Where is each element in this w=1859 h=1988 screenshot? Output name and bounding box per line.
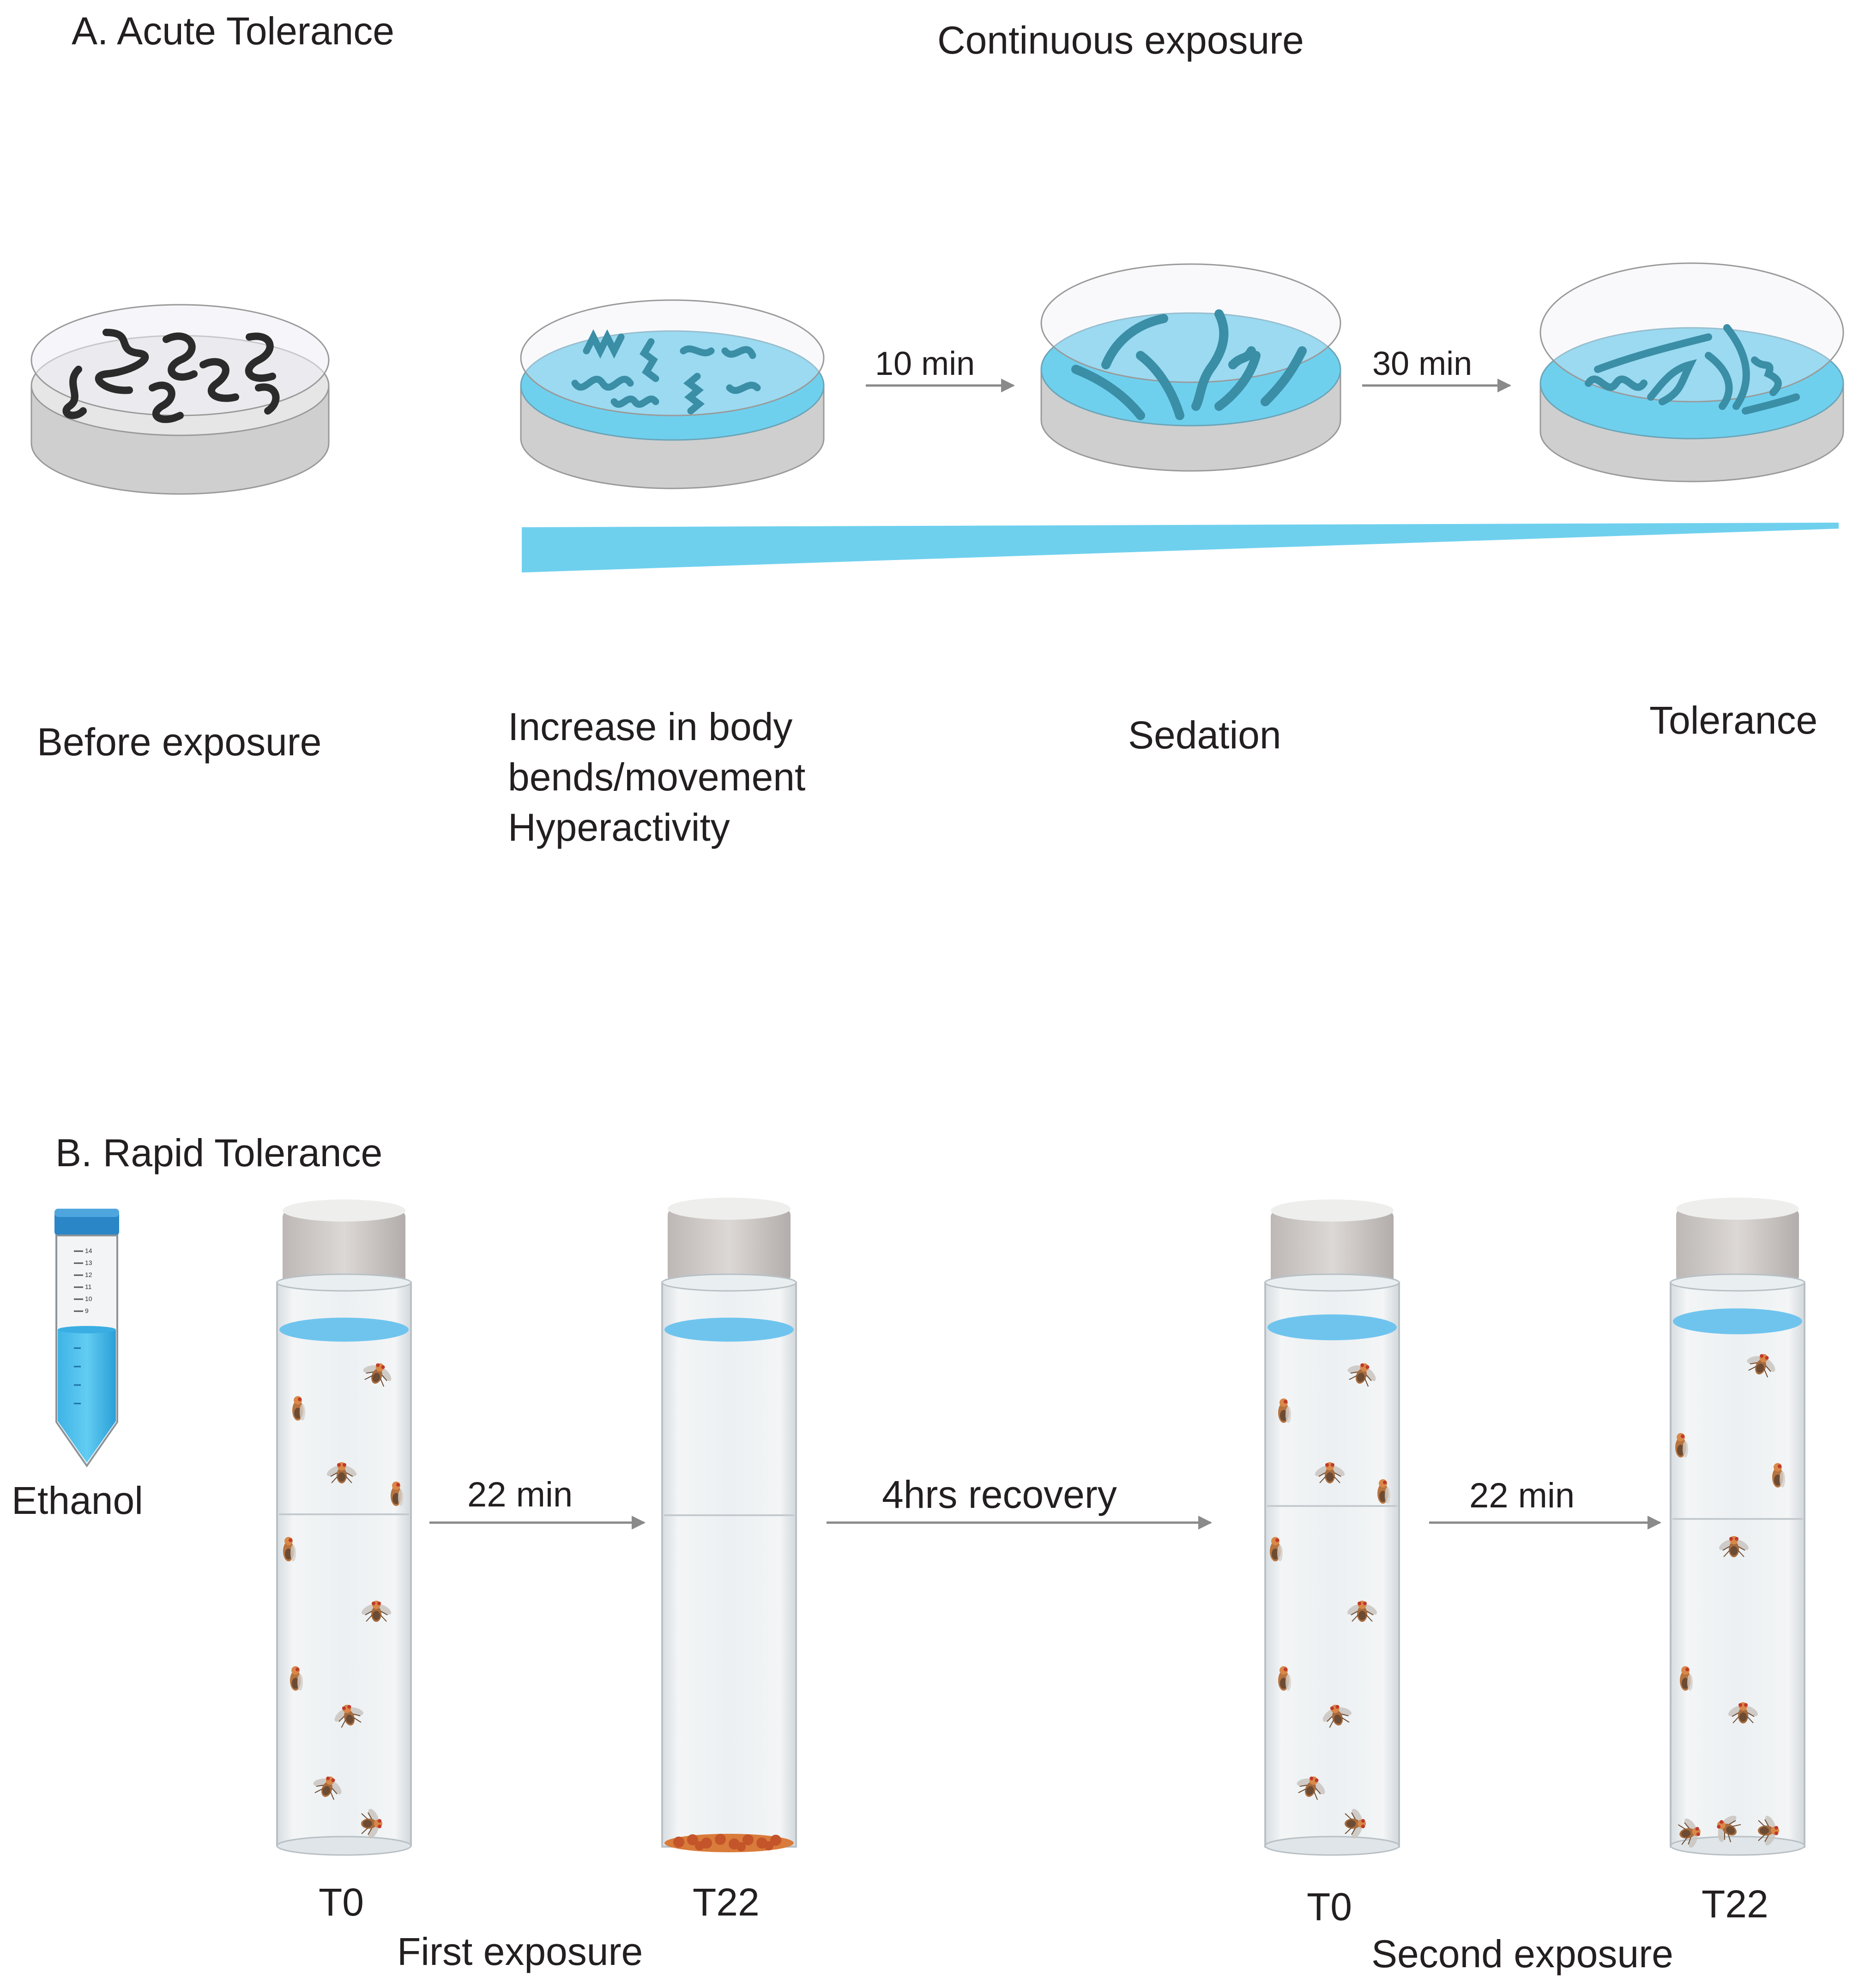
arrow-10min-label: 10 min bbox=[875, 345, 975, 382]
ethanol-tube bbox=[54, 1209, 119, 1468]
vial-t0-second-label: T0 bbox=[1307, 1885, 1352, 1928]
petri-dish-before bbox=[30, 304, 330, 495]
vial-t0-first bbox=[276, 1199, 412, 1856]
second-exposure-label: Second exposure bbox=[1371, 1932, 1673, 1976]
arrow-22min-second-label: 22 min bbox=[1469, 1476, 1575, 1515]
petri-dish-tolerance bbox=[1539, 262, 1844, 482]
vial-t22-second bbox=[1670, 1198, 1805, 1856]
petri-dish-sedation bbox=[1040, 263, 1341, 472]
tube-tick-label: 10 bbox=[85, 1295, 92, 1302]
vial-t0-first-label: T0 bbox=[319, 1880, 364, 1924]
vial-t22-first-label: T22 bbox=[693, 1880, 760, 1924]
tube-tick-label: 9 bbox=[85, 1307, 89, 1314]
stage-hyperactivity: Increase in body bends/movement Hyperact… bbox=[508, 702, 805, 853]
ethanol-gradient-wedge bbox=[522, 523, 1839, 572]
arrow-4hrs-recovery-label: 4hrs recovery bbox=[882, 1473, 1117, 1516]
vial-t22-first bbox=[661, 1198, 797, 1852]
arrow-30min-label: 30 min bbox=[1372, 345, 1473, 382]
continuous-exposure-header: Continuous exposure bbox=[937, 18, 1304, 62]
stage-tolerance: Tolerance bbox=[1649, 699, 1818, 742]
tube-tick-label: 14 bbox=[85, 1247, 92, 1254]
stage-hyperactivity-line: Hyperactivity bbox=[508, 806, 730, 849]
tube-tick-label: 12 bbox=[85, 1271, 92, 1278]
stage-hyperactivity-line: bends/movement bbox=[508, 755, 806, 799]
arrow-22min-first-label: 22 min bbox=[467, 1475, 573, 1514]
stage-hyperactivity-line: Increase in body bbox=[508, 705, 793, 748]
tube-tick-label: 11 bbox=[85, 1283, 92, 1290]
panel-b-title: B. Rapid Tolerance bbox=[55, 1131, 383, 1175]
panel-a-title: A. Acute Tolerance bbox=[72, 9, 394, 53]
first-exposure-label: First exposure bbox=[397, 1930, 643, 1973]
petri-dish-hyperactivity bbox=[520, 299, 825, 489]
stage-sedation: Sedation bbox=[1128, 713, 1281, 757]
vial-t0-second bbox=[1264, 1199, 1400, 1856]
tube-tick-label: 13 bbox=[85, 1259, 92, 1266]
stage-before-exposure: Before exposure bbox=[37, 720, 322, 764]
ethanol-label: Ethanol bbox=[12, 1479, 143, 1522]
vial-t22-second-label: T22 bbox=[1702, 1882, 1768, 1926]
